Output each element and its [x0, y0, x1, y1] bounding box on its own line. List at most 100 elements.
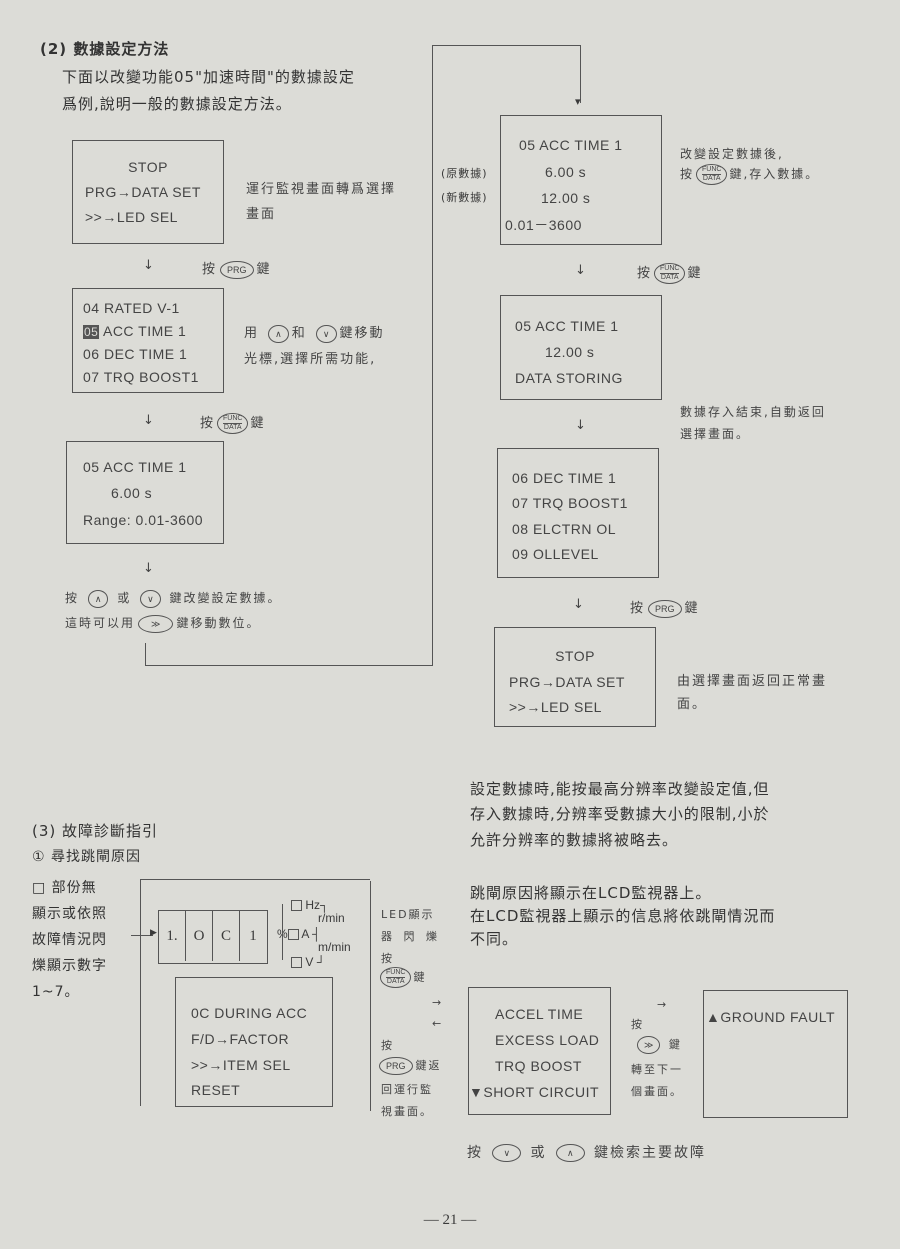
- down-arrow-icon: ↓: [143, 561, 156, 576]
- left-note: □ 部份無: [32, 880, 97, 896]
- prg-key-icon: PRG: [379, 1057, 413, 1075]
- key-label: DATA: [702, 175, 721, 182]
- step-text: 按: [200, 416, 216, 431]
- lcd-line: 05 ACC TIME 1: [519, 137, 623, 153]
- step-text: 按: [637, 266, 653, 281]
- lcd-line: 6.00 s: [111, 485, 153, 501]
- left-note: 1~7。: [32, 984, 80, 1000]
- note-text: 由選擇畫面返回正常畫: [677, 674, 828, 689]
- led-digit: O: [186, 911, 213, 961]
- lcd-line: 07 TRQ BOOST1: [83, 369, 199, 385]
- label-old-data: (原數據): [441, 167, 488, 180]
- led-digit: C: [213, 911, 240, 961]
- note-text: 鍵: [668, 1038, 682, 1051]
- step-text: 按: [202, 262, 218, 277]
- lcd-screen-acc: 05 ACC TIME 1 6.00 s Range: 0.01-3600: [66, 441, 224, 544]
- lcd-line: 09 OLLEVEL: [512, 546, 599, 562]
- down-arrow-icon: ↓: [143, 258, 156, 273]
- panel-frame: [140, 879, 141, 1106]
- arrow-right-icon: →: [657, 998, 669, 1011]
- lcd-screen-select: 04 RATED V-1 05 ACC TIME 1 06 DEC TIME 1…: [72, 288, 224, 393]
- lcd-line: PRG→DATA SET: [85, 184, 201, 200]
- panel-frame: [140, 879, 370, 880]
- left-note: 顯示或依照: [32, 906, 107, 922]
- note-text: 或: [117, 591, 132, 605]
- note-text: 鍵改變設定數據。: [169, 591, 282, 605]
- note-text: 鍵返: [415, 1059, 442, 1072]
- note-text: 按: [680, 167, 695, 181]
- up-key-icon: ∧: [268, 324, 289, 343]
- down-arrow-icon: ↓: [575, 263, 588, 278]
- note-text: 這時可以用: [65, 616, 136, 630]
- key-label: DATA: [223, 424, 242, 431]
- lcd-text: ACC TIME 1: [102, 323, 187, 339]
- down-key-icon: ∨: [492, 1144, 522, 1162]
- panel-frame: [370, 881, 371, 1111]
- lcd-line: 07 TRQ BOOST1: [512, 495, 628, 511]
- flow-connector: [145, 665, 433, 666]
- note-shift-key: ≫ 鍵: [634, 1036, 682, 1054]
- note-text: 和: [291, 326, 307, 341]
- lcd-line: 12.00 s: [541, 190, 591, 206]
- lcd-screen-stop-2: STOP PRG→DATA SET >>→LED SEL: [494, 627, 656, 727]
- indicator-hz: Hz┐: [291, 898, 329, 912]
- lcd-line: RESET: [191, 1082, 241, 1098]
- lcd-screen-new: 05 ACC TIME 1 6.00 s 12.00 s 0.01－3600: [500, 115, 662, 245]
- led-digit: 1: [249, 928, 257, 944]
- note-text: 視畫面。: [381, 1105, 433, 1118]
- down-arrow-icon: ↓: [143, 413, 156, 428]
- up-key-icon: ∧: [87, 589, 109, 608]
- search-note: 按 ∨ 或 ∧ 鍵檢索主要故障: [467, 1142, 706, 1162]
- down-key-icon: ∨: [315, 324, 337, 343]
- arrow-right-icon: ▶: [150, 928, 157, 938]
- resolution-note: 存入數據時,分辨率受數據大小的限制,小於: [470, 805, 770, 823]
- indicator-v: V ┘: [291, 955, 325, 969]
- led-digit: 1.: [159, 911, 186, 961]
- unit-label: m/min: [318, 940, 351, 954]
- cursor-highlight: 05: [83, 325, 100, 339]
- lcd-line: 6.00 s: [545, 164, 587, 180]
- lcd-line: ▲GROUND FAULT: [706, 1009, 835, 1025]
- note-text: 個畫面。: [631, 1085, 683, 1098]
- unit-label: A: [301, 927, 309, 941]
- note-text: 按: [381, 952, 394, 965]
- lcd-line: >>→LED SEL: [85, 209, 178, 225]
- flow-connector: [432, 45, 580, 46]
- arrow-right-icon: →: [432, 996, 444, 1009]
- note-text: 用: [244, 326, 260, 341]
- indicator-lamp-icon: [291, 957, 302, 969]
- arrow-head-icon: ▾: [575, 95, 581, 108]
- section-heading: (2) 數據設定方法: [40, 40, 170, 58]
- trip-note: 不同。: [470, 930, 519, 948]
- note-text: 數據存入結束,自動返回: [680, 405, 826, 419]
- lcd-line: 0.01－3600: [505, 217, 582, 233]
- sub-heading: ① 尋找跳閘原因: [32, 849, 142, 865]
- up-key-icon: ∧: [555, 1144, 585, 1162]
- key-label: FUNC: [223, 415, 243, 424]
- note-text: 按: [65, 591, 80, 605]
- unit-label: Hz: [305, 898, 321, 912]
- pointer-line: [131, 935, 153, 936]
- left-note: 爍顯示數字: [32, 958, 107, 974]
- unit-label: r/min: [318, 911, 345, 925]
- lcd-line: 12.00 s: [545, 344, 595, 360]
- indicator-lamp-icon: [291, 900, 302, 912]
- intro-line: 下面以改變功能05"加速時間"的數據設定: [62, 68, 355, 86]
- flow-connector: [580, 45, 581, 103]
- note-text: 鍵移動: [339, 326, 385, 341]
- note-change-2: 這時可以用≫鍵移動數位。: [65, 614, 260, 633]
- lcd-line: 05 ACC TIME 1: [515, 318, 619, 334]
- note-text: LED顯示: [381, 908, 435, 921]
- note-text: 轉至下一: [631, 1063, 683, 1076]
- flow-connector: [432, 45, 433, 666]
- note-change: 按 ∧ 或 ∨ 鍵改變設定數據。: [65, 589, 282, 608]
- label-new-data: (新數據): [441, 191, 488, 204]
- key-label: FUNC: [660, 265, 680, 274]
